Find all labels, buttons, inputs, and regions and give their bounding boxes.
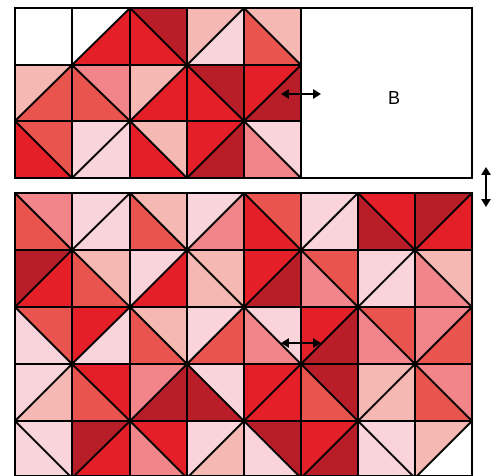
top-panel-cell-2-2-diagonal — [71, 64, 131, 122]
bottom-panel-cell-3-1-diagonal — [14, 306, 73, 365]
bottom-panel-cell-2-1-diagonal — [14, 249, 73, 308]
bottom-panel-cell-4-1-diagonal — [14, 363, 73, 422]
bottom-panel-cell-3-8-diagonal — [414, 306, 473, 365]
bottom-panel-cell-2-6-diagonal — [300, 249, 359, 308]
top-panel-cell-3-2-diagonal — [71, 120, 131, 179]
block-b-label: B — [388, 88, 400, 108]
top-panel-cell-1-4-diagonal — [186, 7, 245, 66]
arrows — [281, 89, 491, 348]
bottom-panel-cell-2-8-diagonal — [414, 249, 473, 308]
top-panel-cell-3-1-diagonal — [14, 120, 73, 179]
double-arrow-horizontal-bottom — [281, 338, 321, 348]
bottom-panel-cell-5-8-diagonal — [415, 420, 473, 476]
bottom-panel-cell-1-6-diagonal — [300, 192, 359, 251]
top-panel-cell-1-5-diagonal — [243, 7, 302, 66]
bottom-panel-cell-2-5-diagonal — [243, 249, 302, 308]
bottom-panel-cell-3-6-diagonal — [300, 306, 359, 365]
bottom-panel-cell-3-5-diagonal — [243, 306, 302, 365]
bottom-panel-cell-1-3-diagonal — [129, 192, 188, 251]
bottom-panel-cell-5-1-diagonal — [14, 420, 72, 476]
bottom-panel-cell-2-7-diagonal — [357, 249, 416, 308]
top-panel-cell-1-1-triangle-b — [15, 8, 72, 65]
bottom-panel-cell-4-7-diagonal — [357, 363, 416, 422]
bottom-panel-cell-3-7-diagonal — [357, 306, 416, 365]
bottom-panel-cell-1-1-diagonal — [14, 192, 73, 251]
bottom-panel-cell-1-7-diagonal — [357, 192, 416, 251]
block-b-frame — [300, 7, 473, 179]
top-panel-cell-3-4-diagonal — [186, 120, 245, 179]
top-panel-cell-1-2-diagonal — [71, 7, 131, 66]
bottom-panel-cell-3-4-diagonal — [186, 306, 245, 365]
bottom-panel-cell-5-7-diagonal — [357, 420, 415, 476]
bottom-panel-cell-5-2-diagonal — [72, 420, 131, 476]
top-panel-cell-3-5-diagonal — [243, 120, 302, 179]
bottom-panel-cell-5-3-diagonal — [129, 420, 187, 476]
top-panel-cell-2-3-diagonal — [129, 64, 188, 122]
top-panel-cell-1-3-diagonal — [129, 7, 188, 66]
bottom-panel-cell-4-3-diagonal — [129, 363, 188, 422]
bottom-panel-cell-2-3-diagonal — [129, 249, 188, 308]
top-panel-cell-2-4-diagonal — [186, 64, 245, 122]
double-arrow-vertical — [481, 167, 491, 207]
bottom-panel-cell-2-2-diagonal — [71, 249, 131, 308]
bottom-panel-cell-4-5-diagonal — [243, 363, 302, 422]
bottom-panel-cell-4-6-diagonal — [300, 363, 359, 422]
bottom-panel-cell-3-3-diagonal — [129, 306, 188, 365]
bottom-panel-cell-1-4-diagonal — [186, 192, 245, 251]
bottom-panel-cell-1-8-diagonal — [414, 192, 473, 251]
bottom-panel-cell-2-4-diagonal — [186, 249, 245, 308]
bottom-panel-cell-1-5-diagonal — [243, 192, 302, 251]
bottom-panel-cell-5-5-diagonal — [243, 420, 301, 476]
double-arrow-horizontal-top — [281, 89, 321, 99]
bottom-panel-cell-3-2-diagonal — [71, 306, 131, 365]
top-panel-cell-2-1-diagonal — [14, 64, 73, 122]
bottom-panel-cell-1-2-diagonal — [71, 192, 131, 251]
bottom-panel-cell-4-2-diagonal — [71, 363, 131, 422]
bottom-panel-cell-4-4-diagonal — [186, 363, 245, 422]
bottom-panel-cell-5-4-diagonal — [187, 420, 245, 476]
bottom-panel-cell-4-8-diagonal — [414, 363, 473, 422]
top-panel — [14, 7, 302, 179]
top-panel-cell-2-5-diagonal — [243, 64, 302, 122]
top-panel-cell-3-3-diagonal — [129, 120, 188, 179]
bottom-panel-cell-5-6-diagonal — [301, 420, 359, 476]
bottom-panel-frame — [14, 192, 473, 476]
bottom-panel — [14, 192, 473, 476]
